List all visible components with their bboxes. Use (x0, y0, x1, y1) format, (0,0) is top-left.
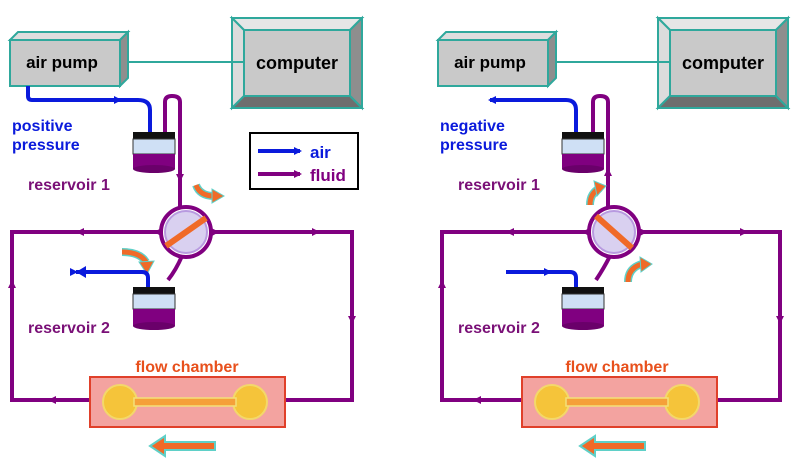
flow-chamber-label: flow chamber (135, 359, 238, 376)
reservoir-2-2 (561, 287, 605, 330)
panel-positive-pressure: computer air pump positive pressure rese… (7, 15, 365, 458)
reservoir-1 (132, 132, 176, 173)
computer-box: computer (229, 15, 365, 111)
pressure-label-line1-2: negative (440, 118, 505, 135)
air-pump-box-2: air pump (435, 29, 559, 89)
air-pump-box: air pump (7, 29, 131, 89)
pressure-label-line2: pressure (12, 137, 80, 154)
pressure-label-line1: positive (12, 118, 73, 135)
legend-fluid-label: fluid (310, 166, 346, 185)
flow-chamber-label-2: flow chamber (565, 359, 668, 376)
computer-label-2: computer (682, 53, 764, 73)
computer-label: computer (256, 53, 338, 73)
air-pump-label-2: air pump (454, 53, 526, 72)
reservoir-2 (132, 287, 176, 330)
computer-box-2: computer (655, 15, 791, 111)
air-pump-label: air pump (26, 53, 98, 72)
legend-air-label: air (310, 143, 331, 162)
panel-negative-pressure: computer air pump negative pressure rese… (435, 15, 791, 458)
pressure-label-line2-2: pressure (440, 137, 508, 154)
reservoir-2-label: reservoir 2 (28, 320, 110, 337)
reservoir-1-label-2: reservoir 1 (458, 177, 540, 194)
flow-chamber (89, 376, 286, 428)
reservoir-2-label-2: reservoir 2 (458, 320, 540, 337)
valve-2 (587, 205, 641, 259)
valve (159, 205, 213, 259)
legend: air fluid (249, 132, 359, 190)
reservoir-1-label: reservoir 1 (28, 177, 110, 194)
reservoir-1-2 (561, 132, 605, 173)
flow-direction-arrow-2 (578, 434, 646, 458)
flow-direction-arrow (148, 434, 216, 458)
flow-chamber-2 (521, 376, 718, 428)
